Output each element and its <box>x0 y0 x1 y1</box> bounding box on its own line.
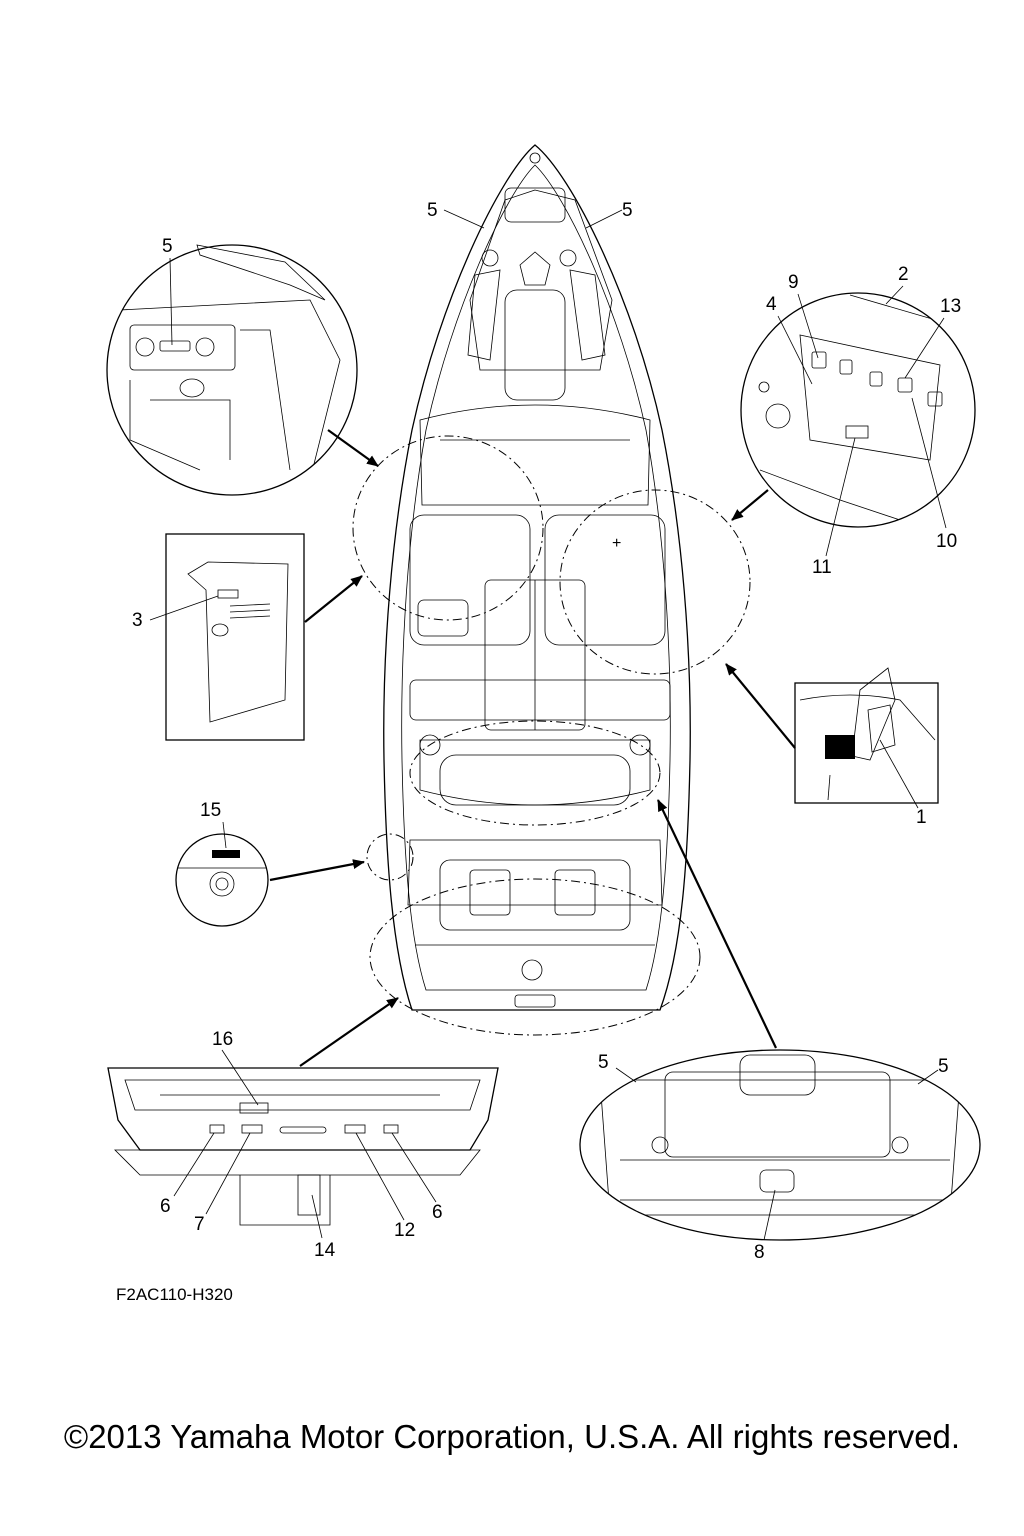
detail-side-panel: 3 <box>132 533 305 741</box>
detail-glovebox: 9 4 2 13 10 11 <box>740 264 976 578</box>
copyright-notice: ©2013 Yamaha Motor Corporation, U.S.A. A… <box>63 1418 961 1455</box>
callout-10: 10 <box>936 531 957 552</box>
callout-14: 14 <box>314 1240 336 1261</box>
callout-5-stern-right: 5 <box>938 1056 949 1077</box>
callout-5-stern-left: 5 <box>598 1052 609 1073</box>
callout-6-right: 6 <box>432 1202 443 1223</box>
callout-5-dash: 5 <box>162 236 173 257</box>
callout-1: 1 <box>916 807 927 828</box>
svg-text:+: + <box>612 535 621 552</box>
callout-3: 3 <box>132 610 143 631</box>
callout-6-left: 6 <box>160 1196 171 1217</box>
detail-stern-compartment: 5 5 8 <box>579 1049 981 1263</box>
callout-7: 7 <box>194 1214 205 1235</box>
callout-9: 9 <box>788 272 799 293</box>
arrow-stern-platform <box>299 997 399 1067</box>
arrow-throttle <box>725 663 796 749</box>
callout-2: 2 <box>898 264 909 285</box>
arrow-stern-compartment <box>657 799 777 1049</box>
callout-5-bow-left: 5 <box>427 200 438 221</box>
boat-top-view: + <box>352 144 751 1036</box>
drawing-code: F2AC110-H320 <box>116 1285 233 1304</box>
callout-11: 11 <box>812 557 832 578</box>
arrow-dash <box>327 429 379 467</box>
arrow-glovebox <box>731 489 769 521</box>
detail-hull-plate: 15 <box>175 800 269 927</box>
detail-stern-platform: 16 6 7 14 12 6 <box>107 1029 499 1261</box>
detail-dash-panel: 5 <box>106 236 358 496</box>
callout-15: 15 <box>200 800 221 821</box>
callout-4: 4 <box>766 294 777 315</box>
arrow-side-panel <box>304 575 363 623</box>
detail-throttle: 1 <box>794 667 939 828</box>
callout-5-bow-right: 5 <box>622 200 633 221</box>
callout-8: 8 <box>754 1242 765 1263</box>
callout-16: 16 <box>212 1029 233 1050</box>
callout-13: 13 <box>940 296 961 317</box>
callout-12: 12 <box>394 1220 415 1241</box>
arrow-hull-plate <box>269 859 365 882</box>
